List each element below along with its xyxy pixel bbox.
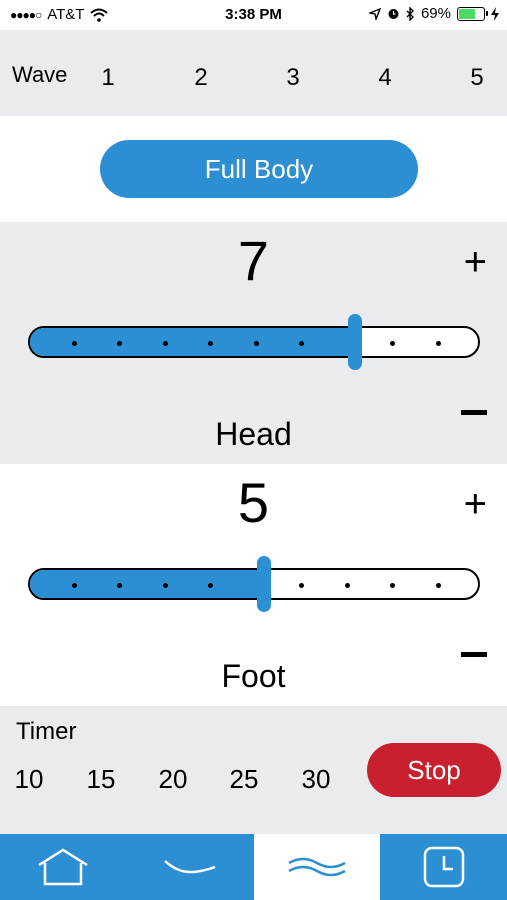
foot-slider-tick [162,583,168,588]
foot-increase-button[interactable]: + [463,482,487,526]
head-slider-tick [435,341,441,346]
foot-slider-tick [71,583,77,588]
tab-timer[interactable] [380,834,507,900]
status-time: 3:38 PM [225,6,282,23]
home-icon [38,848,89,886]
head-slider-tick [390,341,395,346]
bed-tilt-icon [164,860,216,874]
wave-option-3[interactable]: 3 [286,64,300,91]
head-decrease-button[interactable] [461,410,487,415]
wave-label: Wave [12,62,68,87]
head-slider-tick [299,341,304,346]
status-right: 69% [368,5,499,22]
timer-option-25[interactable]: 25 [229,764,259,794]
head-slider-tick [162,341,168,346]
head-slider-tick [253,341,259,346]
full-body-row: Full Body [0,116,507,222]
timer-option-20[interactable]: 20 [158,764,188,794]
head-slider-tick [208,341,213,346]
head-value: 7 [237,229,270,292]
foot-slider-tick [299,583,304,588]
battery-percent: 69% [420,5,451,22]
head-section: 7 + Head [0,222,507,464]
head-slider-fill [30,328,357,356]
head-increase-button[interactable]: + [463,240,487,284]
tab-home[interactable] [0,834,127,900]
alarm-icon [388,9,399,19]
head-label: Head [215,416,292,452]
wave-option-1[interactable]: 1 [101,64,115,91]
foot-slider-thumb[interactable] [257,556,271,612]
status-bar: ●●●●○ AT&T 3:38 PM 69% [0,0,507,30]
head-slider-thumb[interactable] [348,314,362,370]
wave-selector: Wave 1 2 3 4 5 [0,30,507,116]
battery-icon [457,6,488,21]
head-slider-tick [117,341,122,346]
stop-button[interactable]: Stop [367,743,501,797]
foot-section: 5 + Foot [0,464,507,706]
wave-option-4[interactable]: 4 [378,64,392,91]
head-slider[interactable] [28,314,480,370]
head-slider-tick [71,341,77,346]
tab-position[interactable] [127,834,254,900]
wifi-icon [90,8,109,22]
tab-massage[interactable] [253,834,381,900]
foot-slider-track[interactable] [28,568,480,600]
timer-label: Timer [16,718,77,745]
foot-slider-tick [344,583,350,588]
foot-slider-tick [117,583,122,588]
location-icon [368,7,381,20]
charging-icon [491,6,499,21]
wave-option-2[interactable]: 2 [194,64,208,91]
foot-slider-tick [390,583,395,588]
foot-decrease-button[interactable] [461,652,487,657]
foot-value: 5 [237,471,270,534]
carrier-name: AT&T [47,6,85,23]
signal-icon: ●●●●○ [10,7,42,22]
timer-option-15[interactable]: 15 [86,764,116,794]
clock-icon [423,846,464,888]
foot-slider[interactable] [28,556,480,612]
bluetooth-icon [406,6,414,21]
foot-slider-tick [208,583,213,588]
status-left: ●●●●○ AT&T [10,6,109,23]
full-body-button[interactable]: Full Body [100,140,418,198]
foot-slider-tick [435,583,441,588]
head-slider-track[interactable] [28,326,480,358]
wave-option-5[interactable]: 5 [470,64,484,91]
wave-icon [288,857,346,877]
timer-section: Timer 10 15 20 25 30 Stop [0,706,507,834]
timer-option-10[interactable]: 10 [14,764,44,794]
tab-bar [0,834,507,900]
foot-slider-fill [30,570,266,598]
foot-label: Foot [221,658,286,694]
timer-option-30[interactable]: 30 [301,764,331,794]
battery-level [459,8,475,19]
